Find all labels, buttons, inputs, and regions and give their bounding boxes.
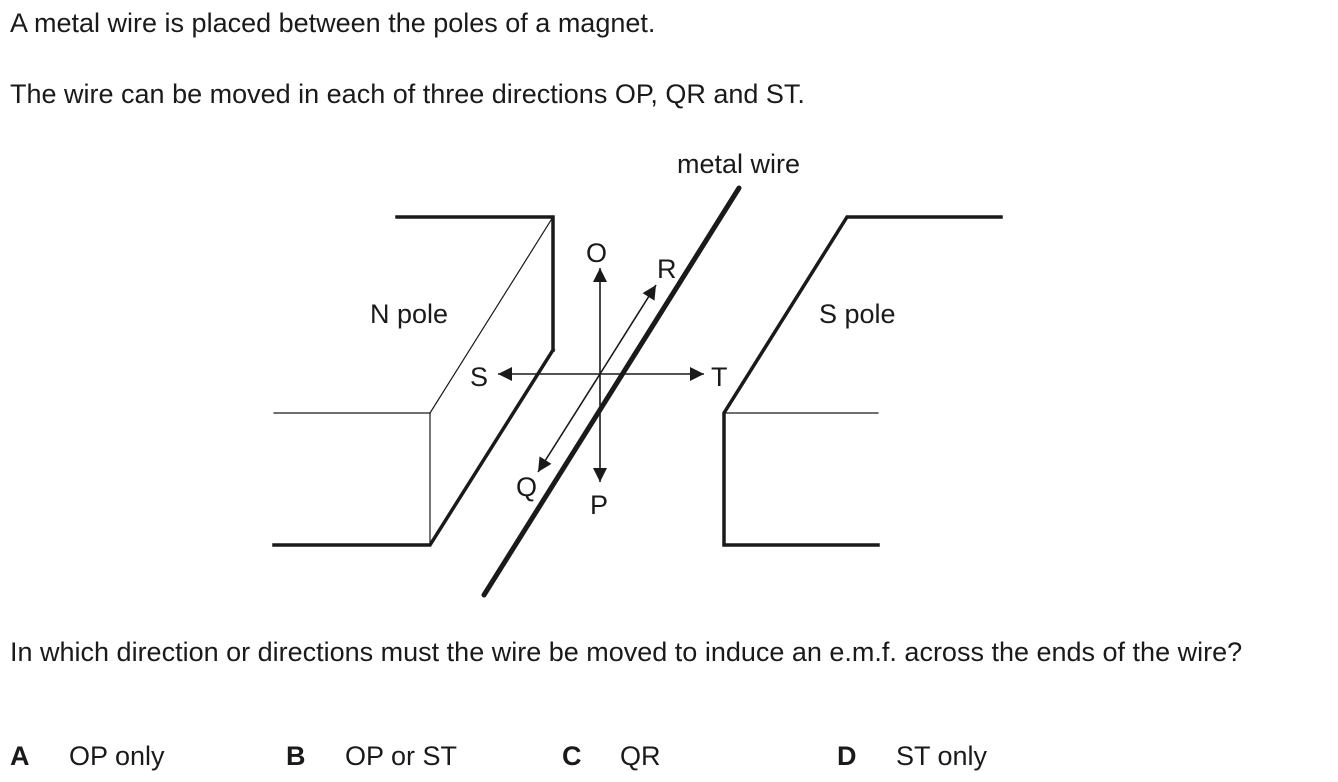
direction-arrows bbox=[498, 268, 704, 482]
label-P: P bbox=[590, 490, 608, 520]
label-R: R bbox=[657, 254, 677, 284]
option-b[interactable]: B bbox=[286, 739, 306, 773]
metal-wire-label: metal wire bbox=[677, 149, 800, 179]
option-a-text[interactable]: OP only bbox=[69, 741, 165, 771]
option-d-text[interactable]: ST only bbox=[896, 741, 988, 771]
option-letter: C bbox=[562, 741, 582, 771]
question-line-2: The wire can be moved in each of three d… bbox=[10, 79, 805, 109]
n-pole-magnet bbox=[272, 215, 556, 547]
arrow-R bbox=[599, 284, 657, 375]
option-d[interactable]: D bbox=[837, 739, 857, 773]
option-letter: D bbox=[837, 741, 857, 771]
label-O: O bbox=[586, 238, 607, 268]
question-line-1: A metal wire is placed between the poles… bbox=[10, 8, 656, 38]
option-b-text[interactable]: OP or ST bbox=[345, 741, 458, 771]
option-c-text[interactable]: QR bbox=[620, 741, 661, 771]
option-a[interactable]: A bbox=[10, 739, 30, 773]
question-prompt: In which direction or directions must th… bbox=[10, 637, 1243, 667]
option-letter: A bbox=[10, 741, 30, 771]
label-S: S bbox=[470, 362, 488, 392]
option-c[interactable]: C bbox=[562, 739, 582, 773]
s-pole-magnet bbox=[722, 215, 1003, 547]
n-pole-label: N pole bbox=[370, 299, 448, 329]
label-T: T bbox=[711, 362, 728, 392]
s-pole-label: S pole bbox=[819, 299, 896, 329]
arrow-Q bbox=[537, 373, 601, 473]
option-letter: B bbox=[286, 741, 306, 771]
label-Q: Q bbox=[516, 472, 537, 502]
metal-wire bbox=[481, 185, 742, 598]
